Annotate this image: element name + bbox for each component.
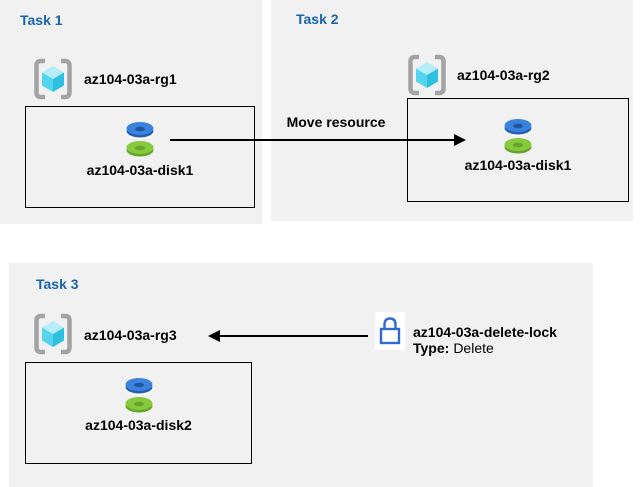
task3-resource-box: az104-03a-disk2	[25, 362, 252, 464]
task1-disk-label: az104-03a-disk1	[86, 162, 194, 178]
task2-resource-group-label: az104-03a-rg2	[457, 67, 550, 83]
task1-panel: Task 1 az104-03a-rg1 az104-03a-disk1	[0, 0, 262, 224]
disk-icon	[503, 119, 533, 154]
lock-type-value: Delete	[453, 340, 494, 356]
task3-resource-group-label: az104-03a-rg3	[84, 327, 177, 343]
task2-resource-box: az104-03a-disk1	[407, 98, 629, 202]
delete-lock-name-label: az104-03a-delete-lock	[413, 324, 557, 340]
task1-resource-box: az104-03a-disk1	[25, 106, 255, 208]
task2-panel: Task 2 az104-03a-rg2 az104-03a-disk1	[271, 0, 633, 221]
lock-icon	[379, 317, 401, 345]
arrow-right-icon	[170, 139, 454, 141]
task1-resource-group-label: az104-03a-rg1	[84, 71, 177, 87]
lock-type-label: Type:	[413, 340, 450, 356]
task3-title: Task 3	[36, 276, 79, 292]
arrow-left-head-icon	[208, 330, 220, 342]
disk-icon	[125, 122, 155, 157]
arrow-right-head-icon	[454, 134, 466, 146]
move-resource-label: Move resource	[286, 114, 386, 130]
arrow-left-icon	[220, 335, 368, 337]
task2-title: Task 2	[296, 11, 339, 27]
resource-group-icon	[407, 54, 447, 96]
task3-panel: Task 3 az104-03a-rg3 az104-03a-delete-lo…	[9, 263, 593, 487]
lock-plate	[375, 312, 405, 350]
disk-icon	[123, 378, 154, 413]
task2-disk-label: az104-03a-disk1	[464, 157, 572, 173]
task3-disk-label: az104-03a-disk2	[85, 417, 192, 433]
task1-title: Task 1	[20, 12, 63, 28]
resource-group-icon	[33, 313, 73, 355]
delete-lock-type-row: Type:Delete	[413, 340, 494, 356]
resource-group-icon	[33, 58, 73, 100]
